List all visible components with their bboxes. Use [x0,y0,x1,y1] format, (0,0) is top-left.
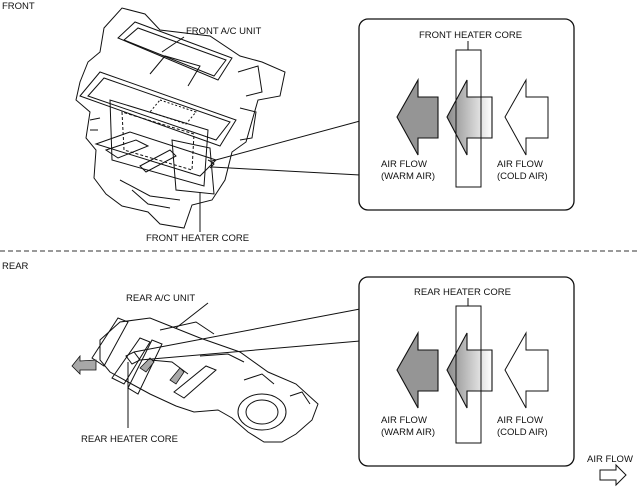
front-cold-label-2: (COLD AIR) [497,171,548,182]
rear-cold-label-1: AIR FLOW [497,415,543,426]
front-warm-label-1: AIR FLOW [381,159,427,170]
legend-air-flow-label: AIR FLOW [587,454,633,465]
rear-unit-leader [175,302,209,329]
rear-warm-label-2: (WARM AIR) [381,427,435,438]
rear-magnifier-line-upper [133,308,361,353]
rear-cold-label-2: (COLD AIR) [497,427,548,438]
rear-unit-label: REAR A/C UNIT [126,293,195,304]
front-detail-panel: FRONT HEATER CORE AIR FLOW (WARM AIR) AI… [358,18,575,211]
front-detail-core-label: FRONT HEATER CORE [419,30,522,41]
rear-detail-core-label: REAR HEATER CORE [414,287,511,298]
front-cold-air-arrow [504,78,549,156]
rear-cold-air-arrow [504,331,549,409]
front-magnifier-line-upper [211,120,361,162]
front-heater-core [455,49,482,188]
rear-heater-core-label: REAR HEATER CORE [81,434,178,445]
front-section-label: FRONT [2,1,35,12]
front-magnifier-line-lower [211,166,361,176]
rear-detail-panel: REAR HEATER CORE AIR FLOW (WARM AIR) AIR… [358,276,575,467]
rear-warm-air-arrow [396,330,439,409]
front-heater-core-label: FRONT HEATER CORE [146,233,249,244]
air-flow-legend: AIR FLOW [587,454,633,487]
front-magnifier-start [207,159,215,169]
front-unit-label: FRONT A/C UNIT [186,26,261,37]
rear-magnifier-line-lower [139,340,361,361]
front-warm-label-2: (WARM AIR) [381,171,435,182]
rear-section-label: REAR [2,261,29,272]
rear-ac-unit-illustration [71,317,319,443]
front-cold-label-1: AIR FLOW [497,159,543,170]
front-ac-unit-illustration [75,7,286,229]
rear-heater-core [455,305,482,444]
front-unit-leader [161,36,185,53]
front-warm-air-arrow [396,77,439,156]
rear-warm-label-1: AIR FLOW [381,415,427,426]
legend-air-flow-arrow-icon [599,463,627,487]
